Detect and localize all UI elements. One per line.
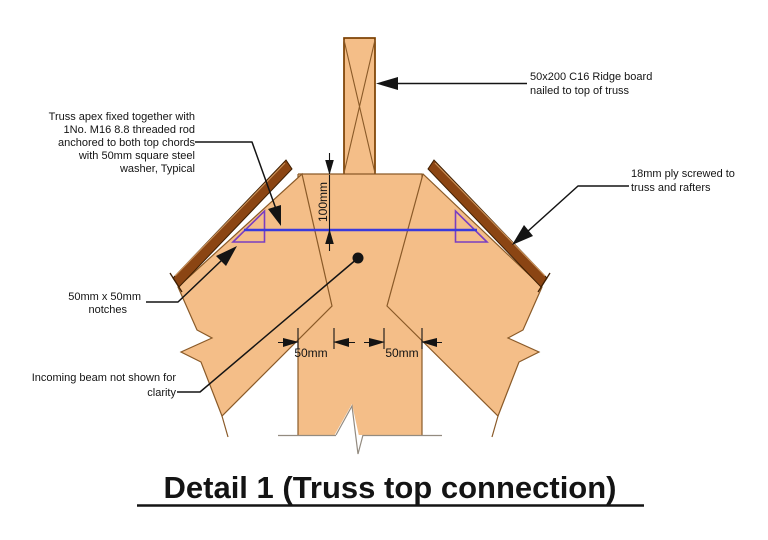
apex-note-line-5: washer, Typical — [119, 163, 195, 175]
notches-note-line-2: notches — [88, 304, 127, 316]
ply-note-line-2: truss and rafters — [631, 182, 711, 194]
dim-50mm-right: 50mm — [364, 328, 442, 360]
apex-note-line-2: 1No. M16 8.8 threaded rod — [64, 124, 195, 136]
ridge-arrowhead-icon — [376, 77, 398, 90]
dim-50mm-right-label: 50mm — [385, 346, 418, 360]
dim-50mm-right-arrow-right-icon — [369, 338, 385, 347]
ply-arrowhead-icon — [512, 225, 533, 245]
left-washer — [231, 209, 266, 243]
apex-note-line-1: Truss apex fixed together with — [49, 111, 195, 123]
ridge-board-cross-icon — [343, 39, 376, 174]
beam-note-leader — [177, 257, 359, 393]
ply-note-leader — [526, 185, 629, 233]
right-ply-highlight — [434, 162, 546, 277]
apex-note-line-3: anchored to both top chords — [58, 137, 195, 149]
dim-100mm: 100mm — [316, 153, 334, 251]
ply-note: 18mm ply screwed to truss and rafters — [631, 168, 735, 194]
page-title: Detail 1 (Truss top connection) — [164, 470, 617, 505]
beam-note-line-1: Incoming beam not shown for — [32, 372, 177, 384]
dim-50mm-right-ticks — [364, 328, 442, 349]
dim-50mm-left-arrow-left-icon — [333, 338, 349, 347]
notches-note-line-1: 50mm x 50mm — [68, 291, 141, 303]
beam-note-line-2: clarity — [147, 387, 176, 399]
dim-50mm-right-arrow-left-icon — [421, 338, 437, 347]
chord-break-overshoots — [221, 415, 499, 438]
right-washer — [454, 209, 489, 243]
ply-note-line-1: 18mm ply screwed to — [631, 168, 735, 180]
dim-100mm-arrow-down-icon — [325, 160, 334, 175]
apex-note: Truss apex fixed together with 1No. M16 … — [49, 111, 196, 175]
break-bolt-icon — [335, 404, 364, 455]
dim-50mm-left-label: 50mm — [294, 346, 327, 360]
apex-note-leader — [195, 141, 277, 210]
post-break-line — [278, 404, 442, 455]
dim-50mm-left-arrow-right-icon — [283, 338, 299, 347]
notches-arrowhead-icon — [216, 246, 237, 266]
dim-50mm-left: 50mm — [278, 328, 355, 360]
dim-100mm-arrow-up-icon — [325, 229, 334, 244]
dim-100mm-label: 100mm — [316, 182, 330, 222]
leader-lines — [146, 77, 629, 393]
dim-50mm-left-ticks — [278, 328, 355, 349]
ridge-note: 50x200 C16 Ridge board nailed to top of … — [530, 71, 652, 97]
right-ply-end-tick — [537, 272, 551, 293]
notches-note: 50mm x 50mm notches — [68, 291, 141, 316]
right-ply-strip — [427, 159, 551, 293]
notches-note-leader — [146, 259, 223, 303]
ridge-note-line-2: nailed to top of truss — [530, 85, 630, 97]
left-ply-end-tick — [169, 272, 183, 293]
beam-note: Incoming beam not shown for clarity — [32, 372, 177, 399]
apex-arrowhead-icon — [268, 205, 281, 226]
apex-note-line-4: with 50mm square steel — [78, 150, 195, 162]
drawing-title: Detail 1 (Truss top connection) — [137, 470, 644, 507]
ridge-note-line-1: 50x200 C16 Ridge board — [530, 71, 652, 83]
ridge-board — [343, 37, 376, 176]
